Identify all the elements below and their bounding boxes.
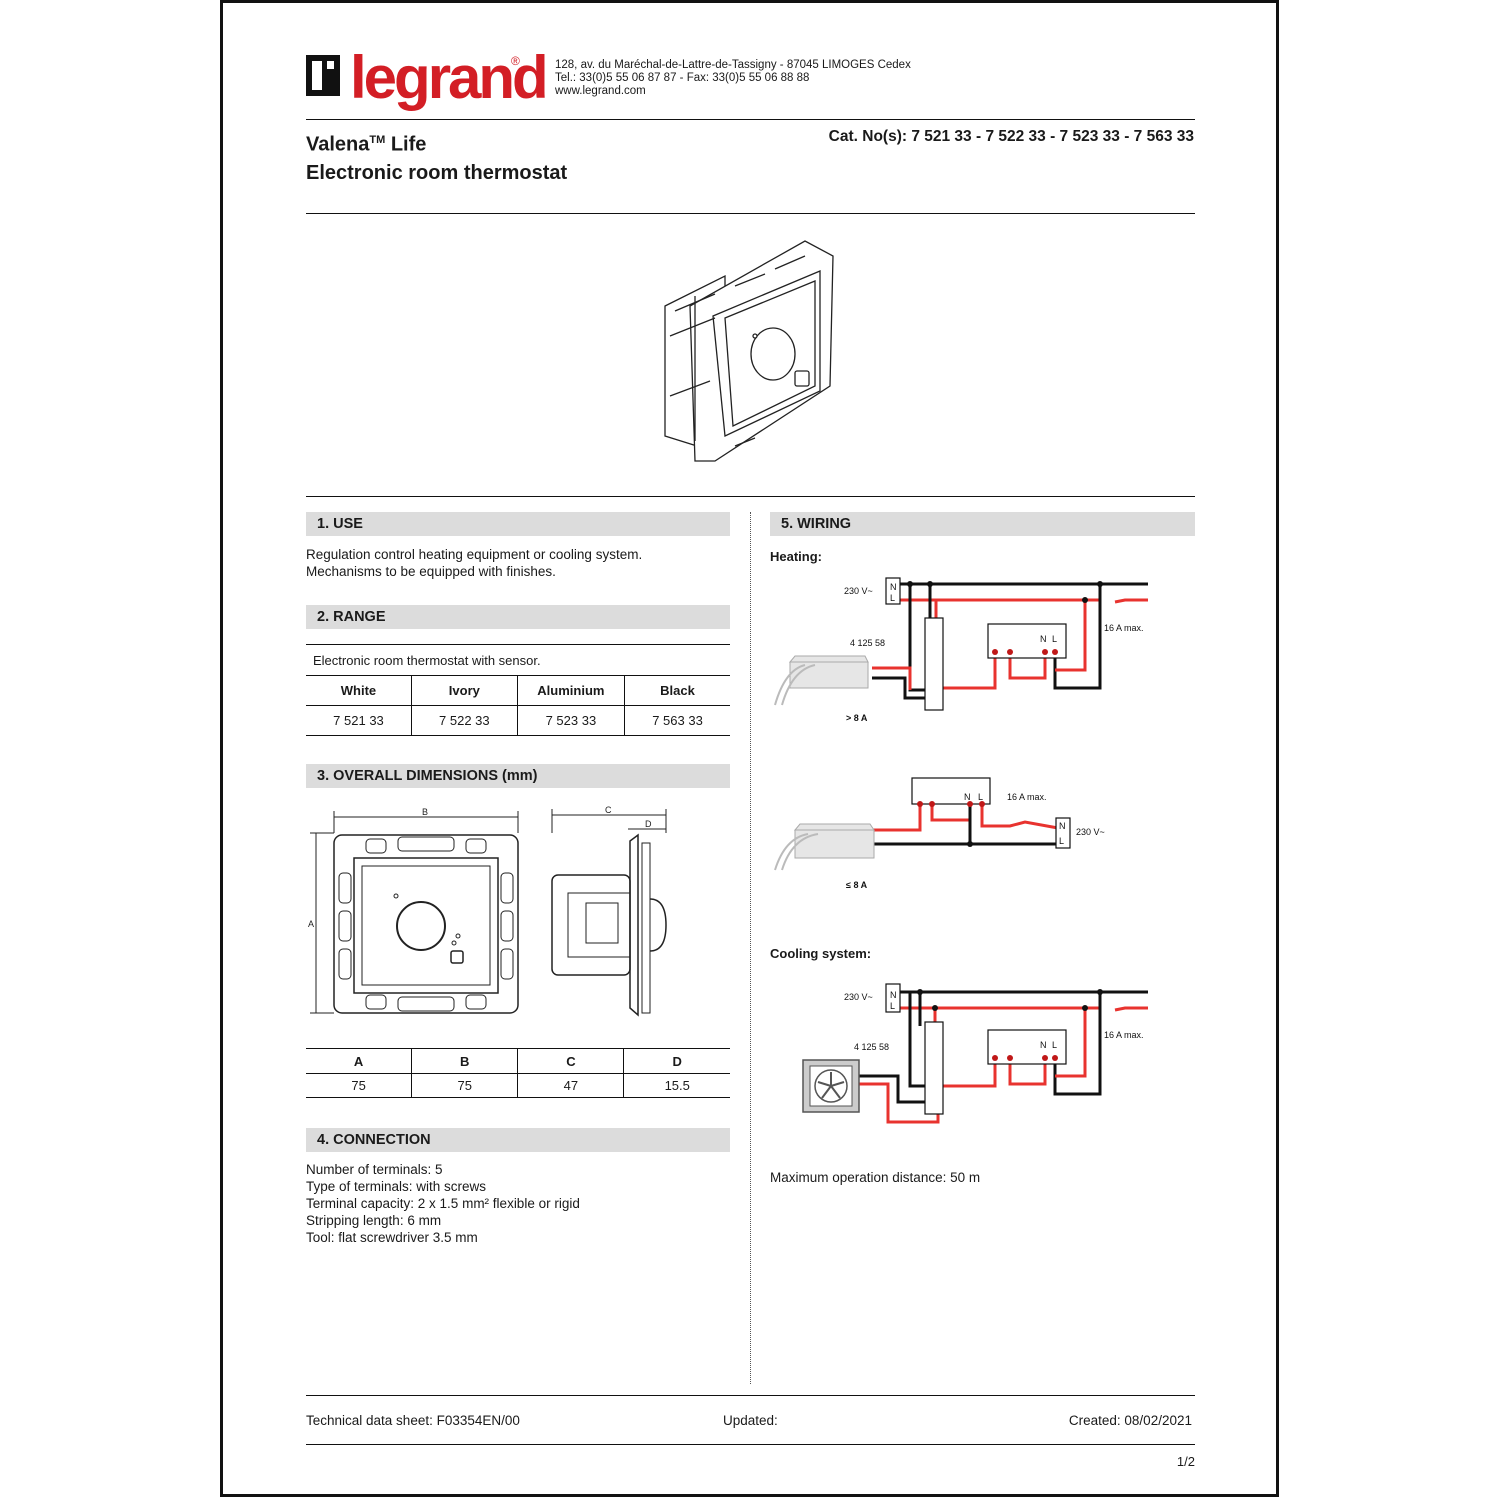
- range-caption: Electronic room thermostat with sensor.: [313, 653, 541, 668]
- line-label: L: [1052, 634, 1057, 644]
- neutral-label: N: [1059, 821, 1066, 831]
- fan-icon: [802, 1059, 860, 1113]
- product-name: Electronic room thermostat: [306, 161, 568, 184]
- neutral-label: N: [890, 990, 897, 1000]
- dimension-header: B: [411, 1048, 519, 1074]
- voltage-label: 230 V~: [844, 992, 873, 1002]
- product-title: ValenaTM Life Electronic room thermostat: [306, 126, 567, 187]
- heating-wiring-diagram-le8a: N L 16 A max. N L 230 V~ ≤ 8 A: [774, 777, 1105, 890]
- column-separator: [750, 512, 751, 1384]
- section-use-heading: 1. USE: [306, 512, 730, 536]
- page-frame: [220, 0, 1279, 1497]
- breaker-label: 16 A max.: [1104, 623, 1144, 633]
- relay-ref-label: 4 125 58: [854, 1042, 889, 1052]
- dimension-label-b: B: [422, 807, 428, 817]
- connection-line: Number of terminals: 5: [306, 1162, 443, 1177]
- use-line: Regulation control heating equipment or …: [306, 547, 643, 562]
- range-header: White: [306, 675, 412, 706]
- legrand-logo-mark: [306, 55, 340, 96]
- address-line: 128, av. du Maréchal-de-Lattre-de-Tassig…: [555, 59, 911, 71]
- neutral-label: N: [1040, 1040, 1047, 1050]
- line-label: L: [890, 1001, 895, 1011]
- dimension-value: 75: [306, 1073, 413, 1098]
- dimension-label-d: D: [645, 819, 652, 829]
- line-label: L: [1059, 836, 1064, 846]
- catalog-numbers: Cat. No(s): 7 521 33 - 7 522 33 - 7 523 …: [828, 128, 1194, 145]
- divider: [306, 119, 1195, 120]
- dimension-header: A: [306, 1048, 413, 1074]
- range-header: Aluminium: [516, 675, 626, 706]
- range-table: White Ivory Aluminium Black 7 521 33 7 5…: [306, 675, 730, 736]
- neutral-label: N: [1040, 634, 1047, 644]
- range-value: 7 522 33: [410, 705, 518, 736]
- brand-name: Valena: [306, 133, 370, 156]
- section-range-heading: 2. RANGE: [306, 605, 730, 629]
- phone-line: Tel.: 33(0)5 55 06 87 87 - Fax: 33(0)5 5…: [555, 72, 810, 84]
- heating-wiring-diagram-gt8a: N L 230 V~ 16 A max. 4 125 58 N L > 8 A: [774, 577, 1148, 723]
- section-dimensions-heading: 3. OVERALL DIMENSIONS (mm): [306, 764, 730, 788]
- legrand-logo: legrand: [350, 44, 549, 111]
- dimension-value: 75: [411, 1073, 519, 1098]
- dimension-header: D: [623, 1048, 730, 1074]
- connection-line: Tool: flat screwdriver 3.5 mm: [306, 1230, 478, 1245]
- line-label: L: [890, 593, 895, 603]
- dimension-label-c: C: [605, 805, 612, 815]
- breaker-label: 16 A max.: [1007, 792, 1047, 802]
- current-gt8-label: > 8 A: [846, 713, 868, 723]
- trademark: TM: [369, 134, 386, 146]
- dimension-label-a: A: [308, 919, 314, 929]
- created-date: Created: 08/02/2021: [1068, 1413, 1192, 1428]
- registered-mark: ®: [511, 54, 520, 68]
- dimensions-drawing: B A C D: [308, 805, 667, 1017]
- relay-ref-label: 4 125 58: [850, 638, 885, 648]
- updated-label: Updated:: [723, 1413, 778, 1428]
- use-text: Regulation control heating equipment or …: [306, 546, 642, 580]
- dimensions-table: A B C D 75 75 47 15.5: [306, 1048, 730, 1098]
- divider: [306, 1395, 1195, 1396]
- section-wiring-heading: 5. WIRING: [770, 512, 1195, 536]
- connection-line: Stripping length: 6 mm: [306, 1213, 442, 1228]
- voltage-label: 230 V~: [1076, 827, 1105, 837]
- divider: [306, 1444, 1195, 1445]
- line-label: L: [978, 792, 983, 802]
- connection-text: Number of terminals: 5 Type of terminals…: [306, 1161, 580, 1246]
- range-header: Ivory: [410, 675, 518, 706]
- neutral-label: N: [890, 582, 897, 592]
- divider: [306, 213, 1195, 214]
- current-le8-label: ≤ 8 A: [846, 880, 868, 890]
- section-connection-heading: 4. CONNECTION: [306, 1128, 730, 1152]
- range-header: Black: [624, 675, 730, 706]
- range-value: 7 563 33: [624, 705, 730, 736]
- website-link[interactable]: www.legrand.com: [555, 85, 646, 97]
- company-address: 128, av. du Maréchal-de-Lattre-de-Tassig…: [555, 59, 911, 98]
- page-number: 1/2: [1176, 1454, 1195, 1469]
- datasheet-reference: Technical data sheet: F03354EN/00: [306, 1413, 520, 1428]
- product-illustration: [664, 240, 834, 462]
- range-value: 7 523 33: [516, 705, 626, 736]
- dimension-header: C: [517, 1048, 625, 1074]
- dimension-value: 15.5: [623, 1073, 730, 1098]
- range-value: 7 521 33: [306, 705, 412, 736]
- series-name: Life: [390, 133, 427, 156]
- use-line: Mechanisms to be equipped with finishes.: [306, 564, 556, 579]
- divider: [306, 496, 1195, 497]
- neutral-label: N: [964, 792, 971, 802]
- heating-label: Heating:: [770, 549, 822, 564]
- cooling-label: Cooling system:: [770, 946, 872, 961]
- connection-line: Terminal capacity: 2 x 1.5 mm² flexible …: [306, 1196, 580, 1211]
- line-label: L: [1052, 1040, 1057, 1050]
- dimension-value: 47: [517, 1073, 625, 1098]
- connection-line: Type of terminals: with screws: [306, 1179, 487, 1194]
- max-distance-note: Maximum operation distance: 50 m: [770, 1170, 981, 1185]
- voltage-label: 230 V~: [844, 586, 873, 596]
- cooling-wiring-diagram: N L 230 V~ 16 A max. 4 125 58 N L: [802, 983, 1148, 1124]
- breaker-label: 16 A max.: [1104, 1030, 1144, 1040]
- divider: [306, 644, 730, 645]
